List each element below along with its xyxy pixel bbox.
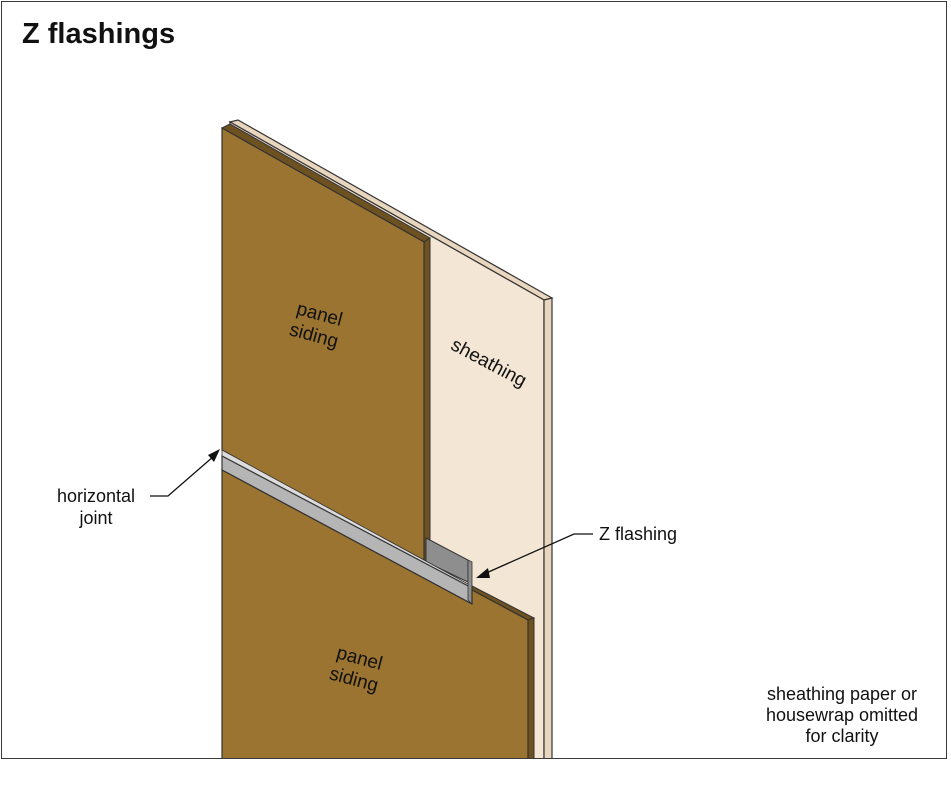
horizontal-joint-arrowhead xyxy=(208,449,220,462)
lower-panel-edge-side xyxy=(527,617,535,758)
clarity-note: sheathing paper or housewrap omitted for… xyxy=(766,684,918,746)
clarity-note-line3: for clarity xyxy=(805,726,878,746)
z-flashing-arrowhead xyxy=(476,568,490,578)
sheathing-edge-side xyxy=(543,297,553,758)
lower-panel-siding xyxy=(221,468,529,758)
horizontal-joint-label-line2: joint xyxy=(78,508,112,528)
clarity-note-line2: housewrap omitted xyxy=(766,705,918,725)
upper-panel-edge-side xyxy=(423,237,431,565)
horizontal-joint-label-line1: horizontal xyxy=(57,486,135,506)
horizontal-joint-callout: horizontal joint xyxy=(57,449,220,528)
z-flashing-callout: Z flashing xyxy=(476,524,677,578)
z-flashing-label: Z flashing xyxy=(599,524,677,544)
horizontal-joint-leader xyxy=(150,455,215,497)
z-flashing-leader xyxy=(483,533,593,575)
clarity-note-line1: sheathing paper or xyxy=(767,684,917,704)
diagram-title: Z flashings xyxy=(22,18,176,50)
